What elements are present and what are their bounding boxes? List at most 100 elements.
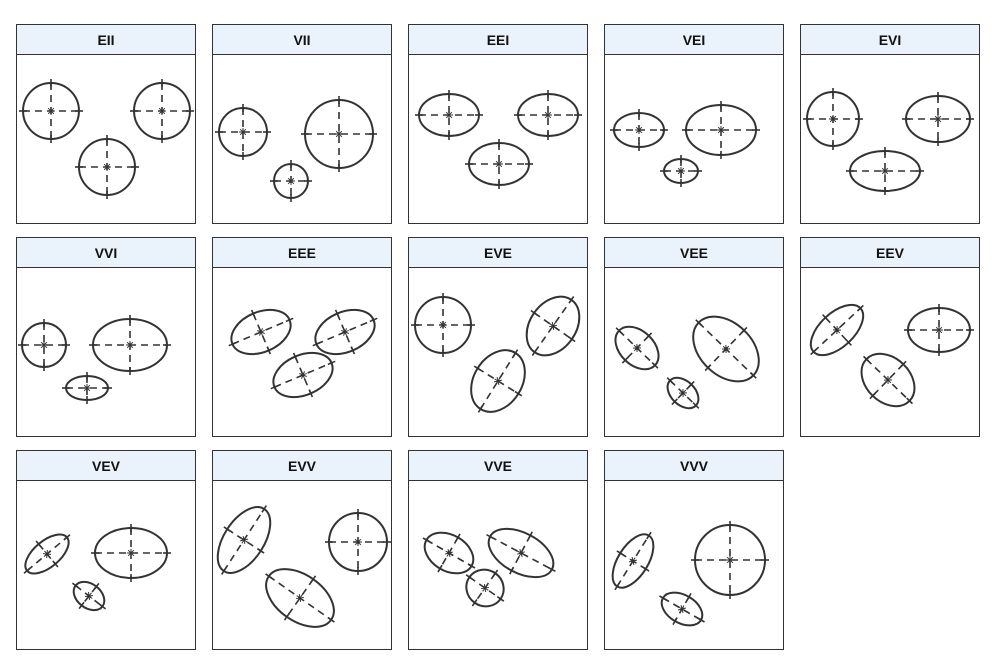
panel-plot [19,79,194,199]
axis-tick [369,317,378,323]
axis-tick [810,348,818,356]
major-axis [662,597,702,621]
center-marker [445,551,453,555]
axis-tick [869,392,877,400]
minor-axis [294,356,312,394]
panel-plot [610,101,760,187]
component-ellipse [659,591,705,627]
axis-tick [265,573,273,580]
center-marker [127,549,135,557]
model-panel-vee: VEE [604,237,784,437]
minor-axis [510,534,532,572]
center-marker [678,607,686,611]
center-marker [677,167,685,175]
component-ellipse [75,135,139,199]
axis-tick [749,372,757,379]
model-panel-vei: VEI [604,24,784,224]
component-ellipse [325,509,391,575]
model-panel-vve: VVE [408,450,588,650]
panel-title: VEE [605,238,783,268]
axis-tick [646,531,652,540]
axis-tick [250,309,256,318]
center-marker [829,115,837,123]
axis-tick [645,332,653,340]
axis-tick [568,336,576,343]
component-ellipse [525,295,581,357]
model-panel-eei: EEI [408,24,588,224]
panel-title: VEV [17,451,195,481]
axis-tick [692,402,700,409]
center-marker [934,115,942,123]
component-ellipse [265,568,335,628]
panel-title: VVV [605,451,783,481]
axis-tick [514,390,523,397]
center-marker [242,535,246,545]
component-ellipse [130,79,194,143]
axis-tick [697,617,705,623]
axis-tick [220,567,227,575]
axis-tick [467,563,476,569]
axis-tick [473,365,482,372]
center-marker [881,167,889,175]
axis-tick [616,550,625,556]
component-ellipse [62,372,112,404]
component-ellipse [270,160,312,202]
panel-title: EEV [801,238,979,268]
component-ellipse [465,568,505,608]
axis-tick [455,533,461,542]
center-marker [47,107,55,115]
center-marker [354,538,362,546]
center-marker [496,376,500,386]
center-marker [517,551,525,555]
axis-tick [856,304,864,312]
component-ellipse [470,349,526,413]
axis-tick [437,564,443,573]
major-axis [813,307,861,353]
axis-tick [672,617,678,625]
component-ellipse [486,527,556,579]
minor-axis [286,578,314,618]
axis-tick [422,537,431,543]
component-ellipse [809,303,865,357]
component-ellipse [415,90,483,140]
panel-plot [215,96,377,202]
panel-title: EVI [801,25,979,55]
axis-tick [512,349,519,357]
center-marker [544,111,552,119]
model-panel-vev: VEV [16,450,196,650]
axis-tick [78,601,85,610]
major-axis [479,352,517,410]
axis-tick [308,389,314,398]
center-marker [631,556,635,566]
axis-tick [666,377,674,384]
axis-tick [93,582,100,591]
component-ellipse [666,376,700,410]
center-marker [439,321,447,329]
axis-tick [266,346,272,355]
component-ellipse [19,79,83,143]
panel-title: EII [17,25,195,55]
panel-plot [228,308,378,399]
axis-tick [492,569,499,577]
axis-tick [71,582,80,589]
axis-tick [509,566,515,575]
axis-tick [327,360,336,366]
axis-tick [695,319,703,326]
center-marker [480,586,490,590]
panel-title: VVI [17,238,195,268]
component-ellipse [904,304,974,356]
center-marker [717,126,725,134]
model-panel-vvv: VVV [604,450,784,650]
center-marker [635,126,643,134]
center-marker [84,595,94,597]
center-marker [126,341,134,349]
center-marker [721,348,731,350]
minor-axis [252,313,270,351]
center-marker [726,556,734,564]
model-panel-vvi: VVI [16,237,196,437]
center-marker [836,325,838,335]
component-ellipse [846,147,924,195]
panel-plot [611,521,769,627]
center-marker [343,328,347,336]
